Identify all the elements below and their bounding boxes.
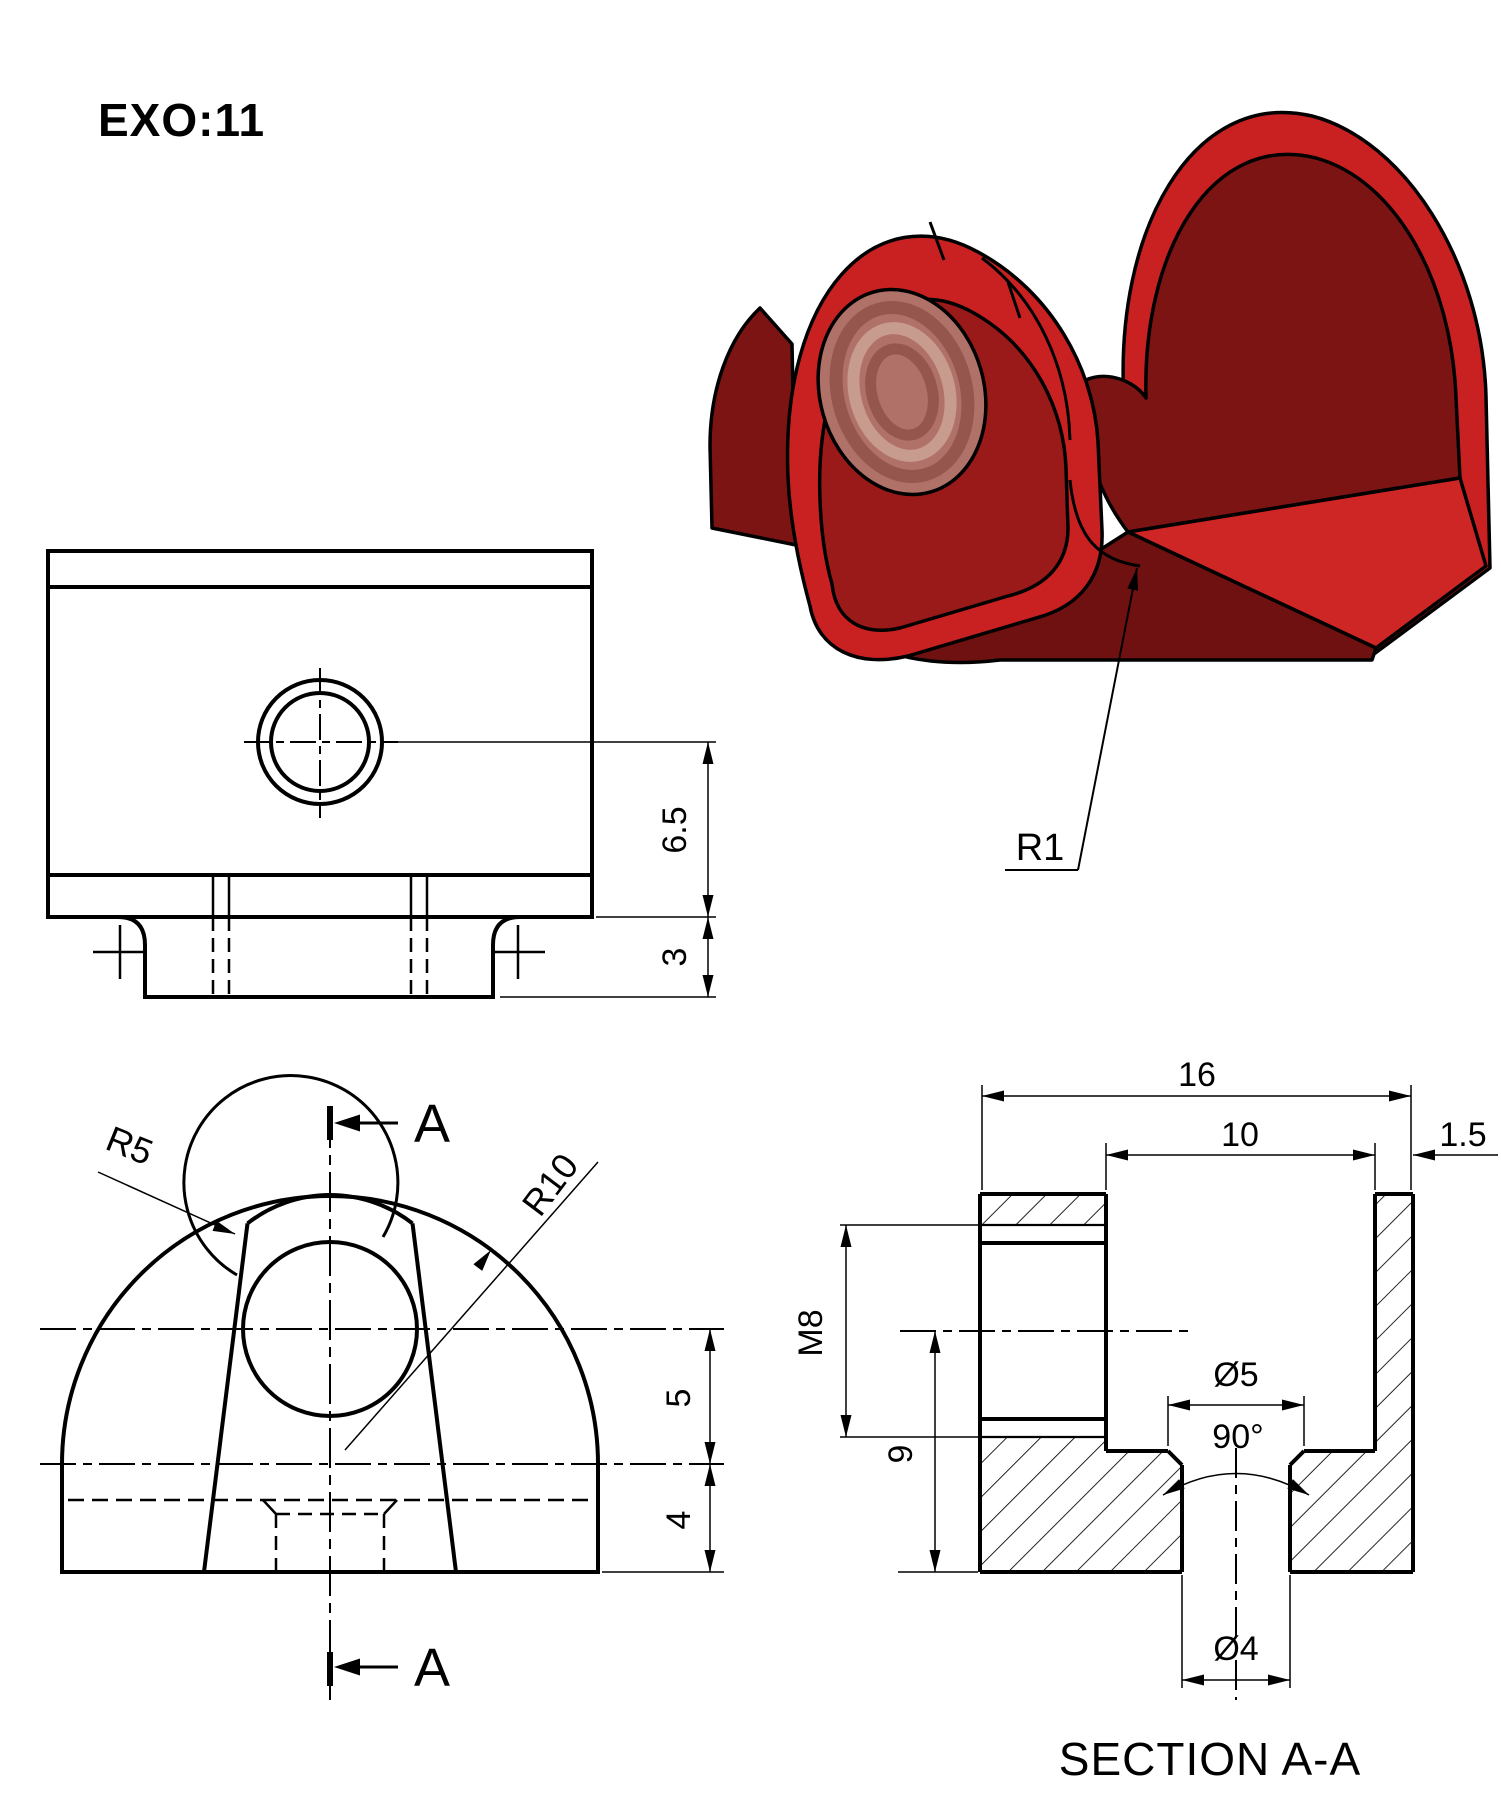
front-view-linework bbox=[40, 1074, 724, 1700]
section-letter-bottom: A bbox=[414, 1638, 450, 1698]
label-r10: R10 bbox=[514, 1146, 586, 1223]
label-r5: R5 bbox=[101, 1118, 159, 1173]
dim-4: 4 bbox=[660, 1511, 698, 1530]
dim-6-5: 6.5 bbox=[656, 806, 694, 853]
dim-d4: Ø4 bbox=[1213, 1630, 1258, 1668]
section-view: 16 10 1.5 M8 9 Ø5 90° Ø4 SECTION A-A bbox=[792, 1056, 1498, 1785]
dim-m8: M8 bbox=[792, 1309, 830, 1356]
dim-90: 90° bbox=[1212, 1418, 1263, 1456]
base-left-edge bbox=[708, 306, 798, 547]
dim-5: 5 bbox=[660, 1389, 698, 1408]
dim-16: 16 bbox=[1178, 1056, 1216, 1094]
label-r1: R1 bbox=[1016, 827, 1065, 869]
dim-d5: Ø5 bbox=[1213, 1356, 1258, 1394]
threaded-hole bbox=[816, 287, 988, 497]
page-title: EXO:11 bbox=[98, 94, 265, 146]
dim-1-5: 1.5 bbox=[1439, 1116, 1486, 1154]
dim-10: 10 bbox=[1221, 1116, 1259, 1154]
dim-3: 3 bbox=[656, 948, 694, 967]
section-hatching bbox=[980, 1194, 1413, 1572]
iso-crease-lines bbox=[928, 221, 1141, 568]
section-linework bbox=[840, 1085, 1498, 1700]
iso-view: R1 bbox=[708, 110, 1492, 871]
section-letter-top: A bbox=[414, 1094, 450, 1154]
front-view: R5 R10 A A 5 4 bbox=[40, 1074, 724, 1700]
dim-9: 9 bbox=[882, 1445, 920, 1464]
top-view-linework bbox=[46, 549, 716, 999]
top-view: 6.5 3 bbox=[46, 549, 716, 999]
r1-leader bbox=[1005, 567, 1139, 871]
section-caption: SECTION A-A bbox=[1059, 1733, 1361, 1785]
